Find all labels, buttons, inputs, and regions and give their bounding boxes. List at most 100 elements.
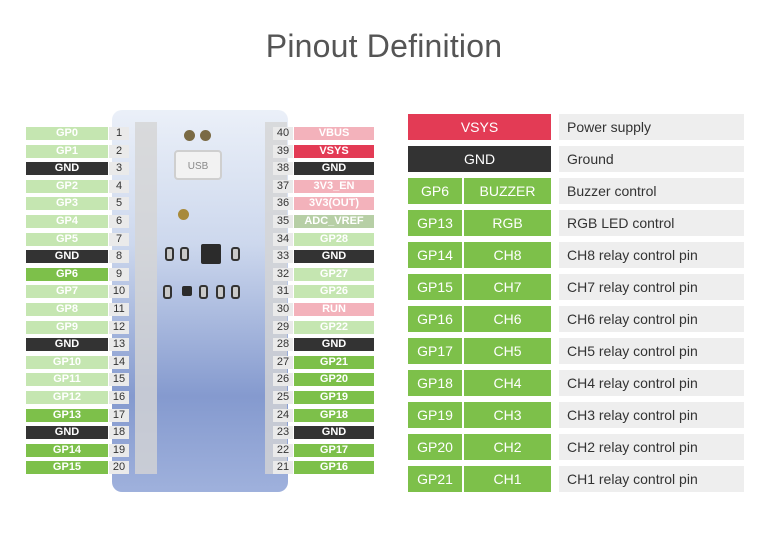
pin-label: GP20 bbox=[294, 373, 374, 387]
pin-label: ADC_VREF bbox=[294, 215, 374, 228]
pin-label: GND bbox=[294, 162, 374, 176]
pin-label: GP0 bbox=[26, 127, 108, 140]
pin-label: GP18 bbox=[294, 408, 374, 422]
description-cell: CH1 relay control pin bbox=[559, 466, 744, 492]
function-cell: CH8 bbox=[464, 242, 551, 268]
function-cell: BUZZER bbox=[464, 178, 551, 204]
pin-number: 7 bbox=[109, 232, 129, 246]
description-cell: Buzzer control bbox=[559, 178, 744, 204]
pin-cell: GP6 bbox=[408, 178, 462, 204]
pin-label: GP3 bbox=[26, 197, 108, 211]
pin-number: 39 bbox=[273, 144, 293, 158]
table-row: GND Ground bbox=[408, 146, 744, 172]
function-cell: CH2 bbox=[464, 434, 551, 460]
pin-number: 33 bbox=[273, 250, 293, 264]
resistor-3 bbox=[231, 247, 240, 261]
pin-label: GP5 bbox=[26, 232, 108, 246]
pin-label: GP21 bbox=[294, 355, 374, 369]
pin-label: GND bbox=[26, 162, 108, 176]
description-cell: CH6 relay control pin bbox=[559, 306, 744, 332]
usb-connector: USB bbox=[174, 150, 222, 180]
led-pad bbox=[178, 209, 189, 220]
pin-number: 16 bbox=[109, 391, 129, 404]
pin-number: 29 bbox=[273, 320, 293, 334]
pin-number: 24 bbox=[273, 408, 293, 422]
resistor-7 bbox=[231, 285, 240, 299]
pin-label: GP26 bbox=[294, 285, 374, 299]
pin-number: 18 bbox=[109, 426, 129, 440]
description-cell: Ground bbox=[559, 146, 744, 172]
function-cell: CH6 bbox=[464, 306, 551, 332]
pin-cell: GP21 bbox=[408, 466, 462, 492]
pin-label: GP12 bbox=[26, 391, 108, 404]
pin-label: GP8 bbox=[26, 303, 108, 316]
pin-number: 15 bbox=[109, 373, 129, 387]
description-cell: CH4 relay control pin bbox=[559, 370, 744, 396]
pin-cell: GP14 bbox=[408, 242, 462, 268]
pin-number: 6 bbox=[109, 215, 129, 228]
pin-number: 8 bbox=[109, 250, 129, 264]
pin-number: 20 bbox=[109, 461, 129, 475]
function-cell: CH3 bbox=[464, 402, 551, 428]
pin-number: 38 bbox=[273, 162, 293, 176]
pin-number: 1 bbox=[109, 127, 129, 140]
function-cell: CH1 bbox=[464, 466, 551, 492]
pin-label: GP2 bbox=[26, 179, 108, 193]
pin-label: GP16 bbox=[294, 461, 374, 475]
description-cell: CH2 relay control pin bbox=[559, 434, 744, 460]
pin-label: RUN bbox=[294, 303, 374, 316]
pin-cell: GP13 bbox=[408, 210, 462, 236]
pin-number: 9 bbox=[109, 267, 129, 281]
description-cell: CH3 relay control pin bbox=[559, 402, 744, 428]
pin-cell: GP16 bbox=[408, 306, 462, 332]
pin-label: GND bbox=[294, 426, 374, 440]
pin-cell: GP18 bbox=[408, 370, 462, 396]
pin-number: 14 bbox=[109, 355, 129, 369]
description-cell: Power supply bbox=[559, 114, 744, 140]
pin-number: 2 bbox=[109, 144, 129, 158]
pin-cell: GP15 bbox=[408, 274, 462, 300]
pin-label: GP4 bbox=[26, 215, 108, 228]
pin-number: 5 bbox=[109, 197, 129, 211]
pin-label: GP11 bbox=[26, 373, 108, 387]
pin-number: 12 bbox=[109, 320, 129, 334]
resistor-5 bbox=[199, 285, 208, 299]
function-cell: RGB bbox=[464, 210, 551, 236]
pin-label: GP28 bbox=[294, 232, 374, 246]
pin-number: 19 bbox=[109, 443, 129, 457]
pin-number: 22 bbox=[273, 443, 293, 457]
pin-label: GP9 bbox=[26, 320, 108, 334]
pin-number: 30 bbox=[273, 303, 293, 316]
pin-number: 10 bbox=[109, 285, 129, 299]
pin-number: 40 bbox=[273, 127, 293, 140]
pin-cell: GP17 bbox=[408, 338, 462, 364]
pin-cell: GP20 bbox=[408, 434, 462, 460]
pin-number: 35 bbox=[273, 215, 293, 228]
resistor-1 bbox=[165, 247, 174, 261]
pin-label: GP19 bbox=[294, 391, 374, 404]
description-cell: CH5 relay control pin bbox=[559, 338, 744, 364]
pin-label: GP22 bbox=[294, 320, 374, 334]
pin-number: 31 bbox=[273, 285, 293, 299]
pin-cell: GND bbox=[408, 146, 551, 172]
pin-label: 3V3(OUT) bbox=[294, 197, 374, 211]
pin-label: GND bbox=[26, 250, 108, 264]
pin-label: VBUS bbox=[294, 127, 374, 140]
function-cell: CH4 bbox=[464, 370, 551, 396]
pin-number: 25 bbox=[273, 391, 293, 404]
pin-cell: GP19 bbox=[408, 402, 462, 428]
small-chip bbox=[182, 286, 192, 296]
pin-label: GP14 bbox=[26, 443, 108, 457]
pin-label: GND bbox=[294, 338, 374, 352]
pin-number: 26 bbox=[273, 373, 293, 387]
